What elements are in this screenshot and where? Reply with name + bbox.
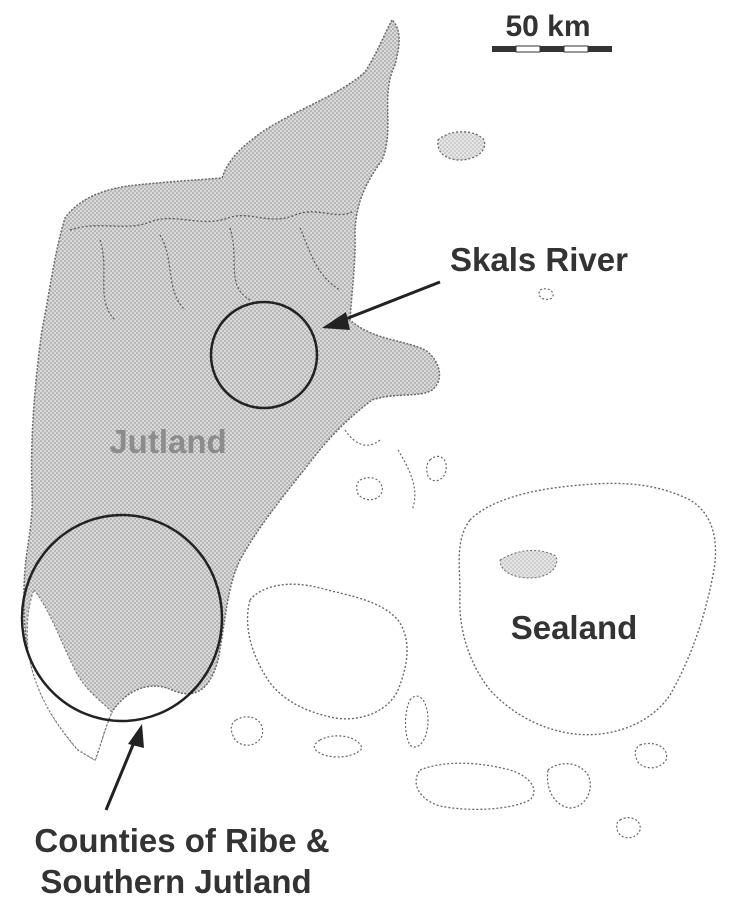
region-label-sealand: Sealand — [511, 609, 638, 646]
island-aero — [313, 735, 363, 758]
scale-bar-segment-1 — [492, 46, 516, 52]
wadden-coast — [26, 588, 113, 761]
island-samsoe — [426, 455, 447, 482]
jutland-east-coast-detail — [344, 429, 416, 511]
island-langeland — [404, 695, 429, 748]
island-falster — [546, 763, 591, 809]
skals-river-circle — [209, 300, 319, 410]
island-funen — [246, 583, 408, 720]
island-lolland — [415, 762, 535, 811]
limfjord-branches — [99, 227, 341, 321]
island-anholt — [538, 288, 554, 301]
scale-bar-segment-4 — [563, 45, 589, 53]
island-small-mid — [356, 477, 383, 501]
island-small-east — [616, 817, 641, 839]
scale-bar-segment-3 — [540, 46, 564, 52]
skals-river-arrow — [322, 280, 441, 330]
ribe-southern-jutland-ellipse — [20, 513, 224, 723]
island-ne — [437, 131, 486, 161]
scale-bar-segment-5 — [588, 46, 612, 52]
island-als — [230, 716, 264, 746]
scale-bar-segment-2 — [515, 45, 541, 53]
scale-bar-label: 50 km — [505, 10, 590, 43]
limfjord — [69, 211, 353, 231]
annotation-ribe-line1: Counties of Ribe & — [34, 822, 329, 859]
region-label-jutland: Jutland — [109, 423, 226, 460]
island-moen — [634, 742, 668, 769]
scale-bar: 50 km — [492, 10, 612, 53]
jutland-landmass — [23, 18, 441, 762]
annotation-ribe-line2: Southern Jutland — [40, 863, 311, 900]
ribe-arrow — [104, 724, 144, 811]
isefjord — [499, 550, 558, 579]
island-sealand — [458, 482, 717, 736]
annotation-skals-river: Skals River — [450, 241, 628, 278]
